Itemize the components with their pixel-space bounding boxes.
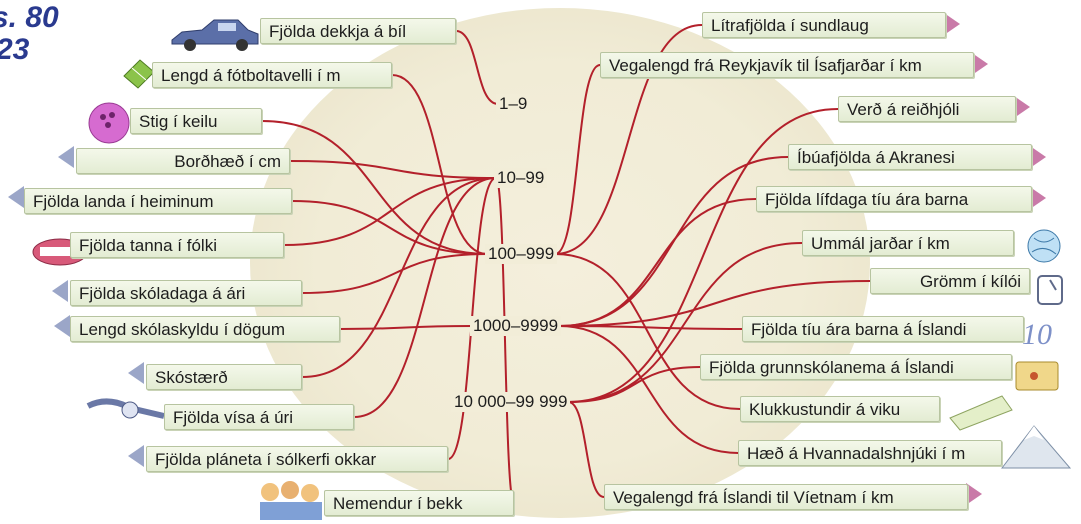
connection-line [455, 30, 499, 105]
right-label: Fjölda lífdaga tíu ára barna [756, 186, 1032, 212]
pointer-tip-right [966, 483, 982, 505]
scale-icon [1037, 275, 1063, 305]
right-label: Verð á reiðhjóli [838, 96, 1016, 122]
left-label: Stig í keilu [130, 108, 262, 134]
left-label: Fjölda pláneta í sólkerfi okkar [146, 446, 448, 472]
connection-line [283, 177, 497, 246]
number-icon: 10 [1022, 318, 1052, 351]
right-label: Fjölda grunnskólanema á Íslandi [700, 354, 1012, 380]
bowling-ball-icon [88, 102, 130, 144]
connection-line [291, 200, 488, 255]
connection-line [559, 198, 757, 327]
right-label: Lítrafjölda í sundlaug [702, 12, 946, 38]
car-icon [171, 19, 259, 51]
left-label: Lengd skólaskyldu í dögum [70, 316, 340, 342]
right-label: Klukkustundir á viku [740, 396, 940, 422]
left-label: Fjölda skóladaga á ári [70, 280, 302, 306]
pointer-tip-left [54, 315, 70, 337]
right-label: Hæð á Hvannadalshnjúki í m [738, 440, 1002, 466]
connection-line [568, 401, 605, 498]
mountain-icon [1000, 425, 1072, 469]
left-label: Fjölda tanna í fólki [70, 232, 284, 258]
right-label: Fjölda tíu ára barna á Íslandi [742, 316, 1024, 342]
connection-line [555, 24, 703, 255]
left-label: Fjölda landa í heiminum [24, 188, 292, 214]
children-icon [260, 481, 322, 520]
connection-line [339, 325, 473, 330]
globe-icon [8, 186, 24, 208]
page-reference-line1: s. 80 [0, 1, 59, 34]
page-reference-line2: 23 [0, 33, 30, 66]
page-reference: s. 80 23 [0, 2, 59, 66]
background-disc [250, 8, 870, 518]
connection-line [301, 253, 488, 294]
pointer-tip-right [1030, 187, 1046, 209]
right-label: Vegalengd frá Íslandi til Víetnam í km [604, 484, 968, 510]
left-label: Nemendur í bekk [324, 490, 514, 516]
connection-line [391, 74, 488, 255]
shoe-icon [52, 280, 68, 302]
pencil-icon [58, 146, 74, 168]
right-label: Íbúafjölda á Akranesi [788, 144, 1032, 170]
connection-line [559, 280, 871, 327]
pointer-tip-right [972, 53, 988, 75]
planet-icon [128, 445, 144, 467]
map-icon [1015, 361, 1059, 391]
connection-line [568, 366, 701, 403]
left-label: Borðhæð í cm [76, 148, 290, 174]
range-node: 100–999 [485, 244, 558, 264]
connection-line [555, 253, 741, 410]
connection-line [353, 177, 497, 418]
connection-line [559, 325, 739, 454]
left-label: Fjölda vísa á úri [164, 404, 354, 430]
connection-line [554, 64, 601, 255]
bicycle-icon [1014, 96, 1030, 118]
connection-line [289, 160, 497, 179]
connection-line [301, 177, 497, 378]
connection-line [568, 242, 803, 403]
svg-text:10: 10 [1022, 318, 1052, 351]
left-label: Lengd á fótboltavelli í m [152, 62, 392, 88]
pointer-tip-right [944, 13, 960, 35]
pointer-tip-left [128, 362, 144, 384]
left-label: Skóstærð [146, 364, 302, 390]
connection-line [261, 120, 488, 255]
range-node: 1–9 [496, 94, 531, 114]
range-node: 1000–9999 [470, 316, 562, 336]
connection-line [568, 108, 839, 403]
pointer-tip-right [1030, 146, 1046, 168]
range-node: 10–99 [494, 168, 548, 188]
connection-line [495, 177, 515, 504]
connection-line [559, 325, 743, 330]
right-label: Ummál jarðar í km [802, 230, 1014, 256]
right-label: Grömm í kílói [870, 268, 1030, 294]
left-label: Fjölda dekkja á bíl [260, 18, 456, 44]
watch-icon [86, 398, 165, 419]
earth-icon [1027, 229, 1061, 263]
range-node: 10 000–99 999 [451, 392, 571, 412]
schedule-icon [949, 395, 1013, 431]
right-label: Vegalengd frá Reykjavík til Ísafjarðar í… [600, 52, 974, 78]
